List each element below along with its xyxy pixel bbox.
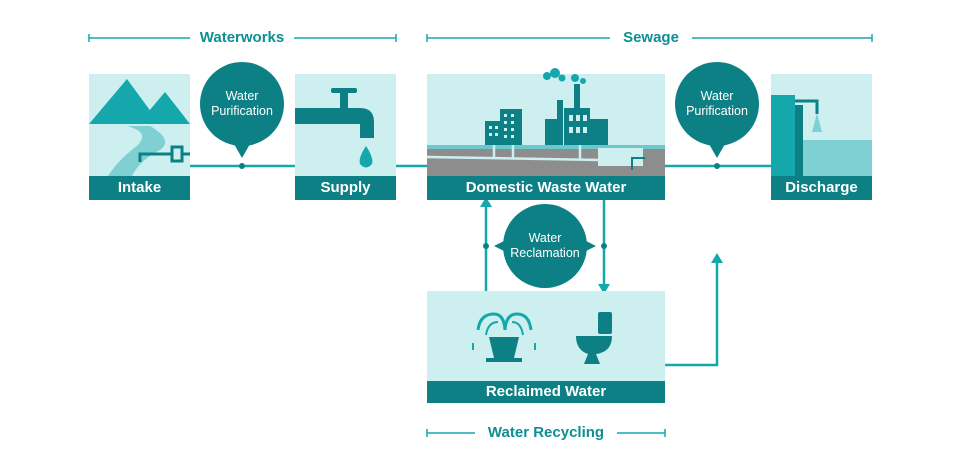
ground — [427, 145, 665, 149]
arrow-up-icon — [480, 197, 492, 207]
supply-node — [295, 74, 396, 200]
discharge-node — [771, 74, 872, 200]
fountain-icon — [472, 312, 536, 362]
water-recycling-title: Water Recycling — [475, 424, 617, 442]
outlet-pipe — [795, 99, 819, 114]
bubble-line: Water — [528, 231, 562, 245]
smoke-icon — [543, 68, 586, 84]
flow-junction-dot — [601, 243, 607, 249]
bubble-line: Water — [225, 89, 259, 103]
toilet-icon — [576, 312, 612, 364]
reclaimed-water-label: Reclaimed Water — [485, 383, 607, 400]
arrow-up-icon — [711, 253, 723, 263]
flow-junction-dot — [483, 243, 489, 249]
purification-text-1: Water Purification — [200, 89, 284, 119]
intake-label: Intake — [117, 179, 162, 196]
waterworks-title: Waterworks — [190, 29, 294, 47]
water-purification-bubble — [200, 62, 284, 158]
pump-icon — [138, 145, 190, 163]
supply-label: Supply — [320, 179, 371, 196]
domestic-node — [426, 68, 665, 200]
outflow-pipe — [631, 157, 645, 170]
discharge-label: Discharge — [785, 179, 858, 196]
river-icon — [108, 126, 166, 176]
purification-text-2: Water Purification — [675, 89, 759, 119]
windows — [489, 114, 587, 138]
flow-junction-dot — [714, 163, 720, 169]
bubble-line: Purification — [686, 104, 748, 118]
water-reclamation-bubble — [494, 204, 596, 288]
water-purification-bubble — [675, 62, 759, 158]
flow-junction-dot — [239, 163, 245, 169]
sewage-title: Sewage — [610, 29, 692, 47]
water-drop-icon — [359, 146, 373, 168]
reclaimed-node — [427, 291, 665, 403]
bubble-line: Water — [700, 89, 734, 103]
mountain-icon — [89, 79, 160, 124]
bubble-line: Purification — [211, 104, 273, 118]
intake-node — [89, 74, 190, 200]
sewer-pipes — [426, 145, 601, 162]
reclamation-text: Water Reclamation — [503, 231, 587, 261]
arrow-down-icon — [598, 284, 610, 294]
faucet-icon — [295, 88, 374, 138]
tower-icon — [771, 95, 795, 176]
mountain-icon — [138, 92, 190, 124]
bubble-line: Reclamation — [510, 246, 580, 260]
domestic-waste-water-label: Domestic Waste Water — [465, 179, 627, 196]
spray-icon — [812, 113, 822, 132]
